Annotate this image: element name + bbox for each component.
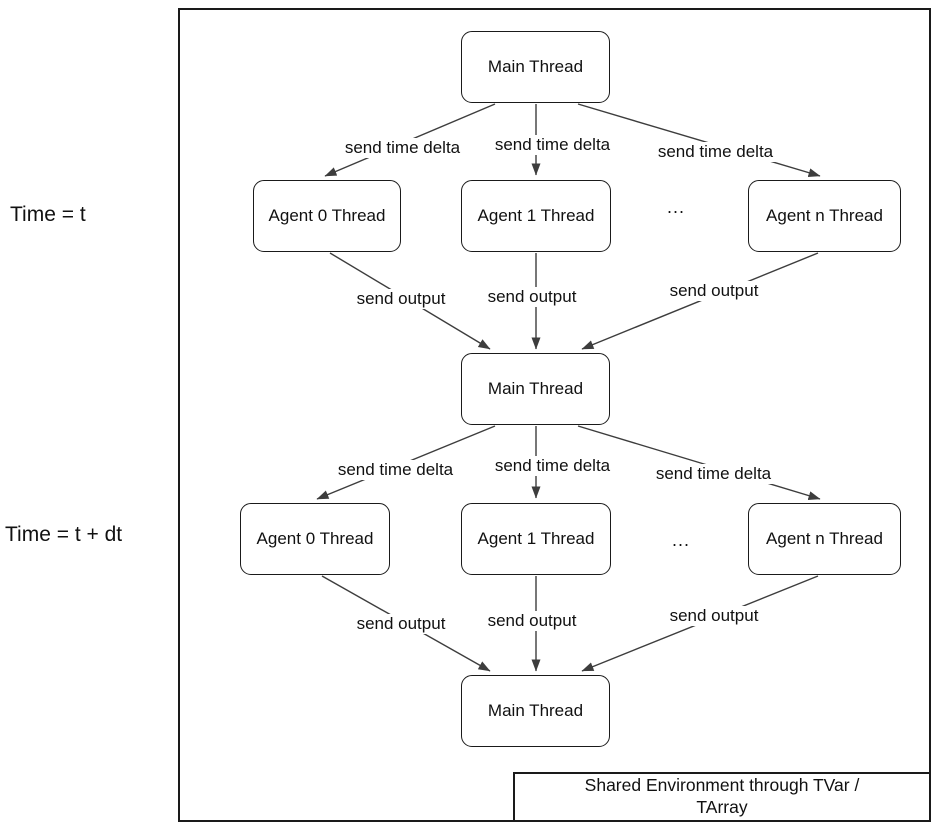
edge-label-send-output: send output: [345, 614, 457, 634]
node-agentn-thread-row1: Agent n Thread: [748, 180, 901, 252]
ellipsis-row2: ...: [671, 529, 690, 550]
legend-line2: TArray: [696, 797, 748, 817]
edge-label-send-time-delta: send time delta: [648, 142, 783, 162]
edge-label-send-output: send output: [476, 611, 588, 631]
node-agent1-thread-row2: Agent 1 Thread: [461, 503, 611, 575]
edge-label-send-time-delta: send time delta: [646, 464, 781, 484]
node-main-thread-top: Main Thread: [461, 31, 610, 103]
node-agentn-thread-row2: Agent n Thread: [748, 503, 901, 575]
edge-label-send-time-delta: send time delta: [328, 460, 463, 480]
edge-label-send-output: send output: [345, 289, 457, 309]
node-main-thread-middle: Main Thread: [461, 353, 610, 425]
node-agent0-thread-row2: Agent 0 Thread: [240, 503, 390, 575]
edge-label-send-output: send output: [658, 281, 770, 301]
edge-label-send-output: send output: [658, 606, 770, 626]
legend-line1: Shared Environment through TVar /: [584, 775, 860, 796]
time-label-row2: Time = t + dt: [5, 523, 123, 546]
node-agent1-thread-row1: Agent 1 Thread: [461, 180, 611, 252]
ellipsis-row1: ...: [666, 197, 685, 217]
legend-shared-environment: Shared Environment through TVar / TArray: [513, 772, 931, 822]
node-main-thread-bottom: Main Thread: [461, 675, 610, 747]
edge-label-send-time-delta: send time delta: [485, 135, 620, 155]
node-agent0-thread-row1: Agent 0 Thread: [253, 180, 401, 252]
edge-label-send-time-delta: send time delta: [335, 138, 470, 158]
time-label-row1: Time = t: [10, 203, 86, 226]
edge-label-send-output: send output: [476, 287, 588, 307]
edge-label-send-time-delta: send time delta: [485, 456, 620, 476]
